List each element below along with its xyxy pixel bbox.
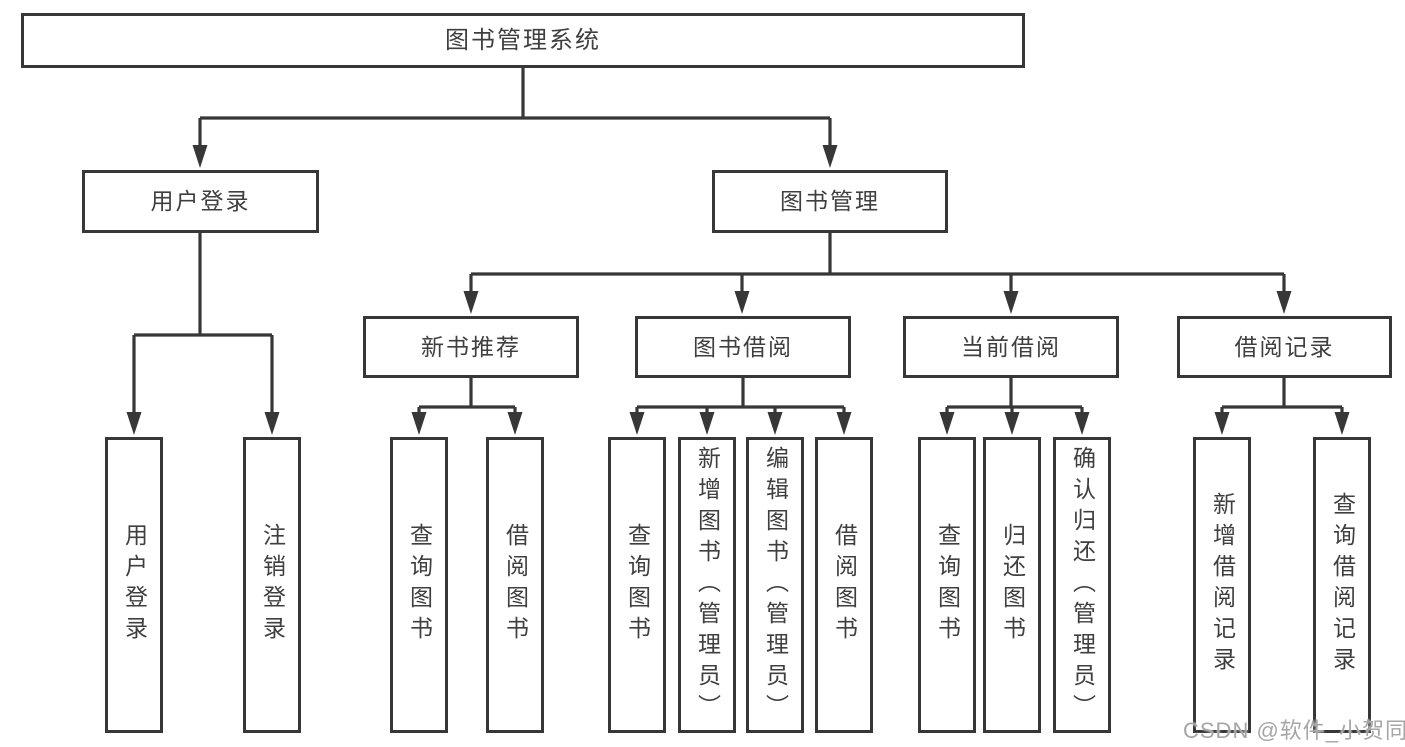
leaf-label: 查询借阅记录 (1329, 492, 1356, 678)
node-user-login: 用户登录 (82, 170, 319, 233)
leaf-label: 编辑图书（管理员） (762, 445, 789, 725)
leaf-label: 借阅图书 (502, 523, 529, 647)
leaf-current-query-books: 查询图书 (918, 437, 976, 733)
leaf-logout: 注销登录 (243, 437, 301, 733)
node-borrowing-records: 借阅记录 (1177, 316, 1392, 378)
node-library-management-system: 图书管理系统 (21, 13, 1025, 68)
leaf-return-books: 归还图书 (983, 437, 1041, 733)
node-label: 用户登录 (150, 188, 251, 214)
leaf-borrow-query-books: 查询图书 (608, 437, 666, 733)
leaf-label: 注销登录 (259, 523, 286, 647)
leaf-newrec-query-books: 查询图书 (390, 437, 448, 733)
leaf-label: 新增借阅记录 (1209, 492, 1236, 678)
leaf-label: 确认归还（管理员） (1069, 445, 1096, 725)
csdn-watermark: CSDN @软件_小贺同学 (1183, 718, 1405, 743)
node-book-borrowing: 图书借阅 (635, 316, 851, 378)
leaf-label: 归还图书 (999, 523, 1026, 647)
leaf-borrow-books: 借阅图书 (815, 437, 873, 733)
node-new-book-recommend: 新书推荐 (363, 316, 579, 378)
node-label: 图书管理 (780, 188, 880, 214)
leaf-label: 查询图书 (406, 523, 433, 647)
leaf-edit-books-admin: 编辑图书（管理员） (746, 437, 804, 733)
leaf-confirm-return-admin: 确认归还（管理员） (1053, 437, 1111, 733)
node-label: 借阅记录 (1234, 333, 1335, 360)
leaf-label: 查询图书 (624, 523, 651, 647)
leaf-label: 新增图书（管理员） (694, 445, 721, 725)
node-label: 图书借阅 (693, 333, 793, 360)
leaf-label: 借阅图书 (831, 523, 858, 647)
leaf-user-login: 用户登录 (105, 437, 163, 733)
node-current-borrowing: 当前借阅 (903, 316, 1119, 378)
leaf-newrec-borrow-books: 借阅图书 (486, 437, 544, 733)
node-book-management: 图书管理 (712, 170, 948, 233)
node-label: 图书管理系统 (445, 26, 601, 54)
leaf-add-borrow-record: 新增借阅记录 (1193, 437, 1251, 733)
leaf-label: 查询图书 (934, 523, 961, 647)
node-label: 当前借阅 (961, 333, 1061, 360)
leaf-query-borrow-record: 查询借阅记录 (1313, 437, 1371, 733)
leaf-label: 用户登录 (121, 523, 148, 647)
leaf-add-books-admin: 新增图书（管理员） (678, 437, 736, 733)
node-label: 新书推荐 (421, 333, 521, 360)
